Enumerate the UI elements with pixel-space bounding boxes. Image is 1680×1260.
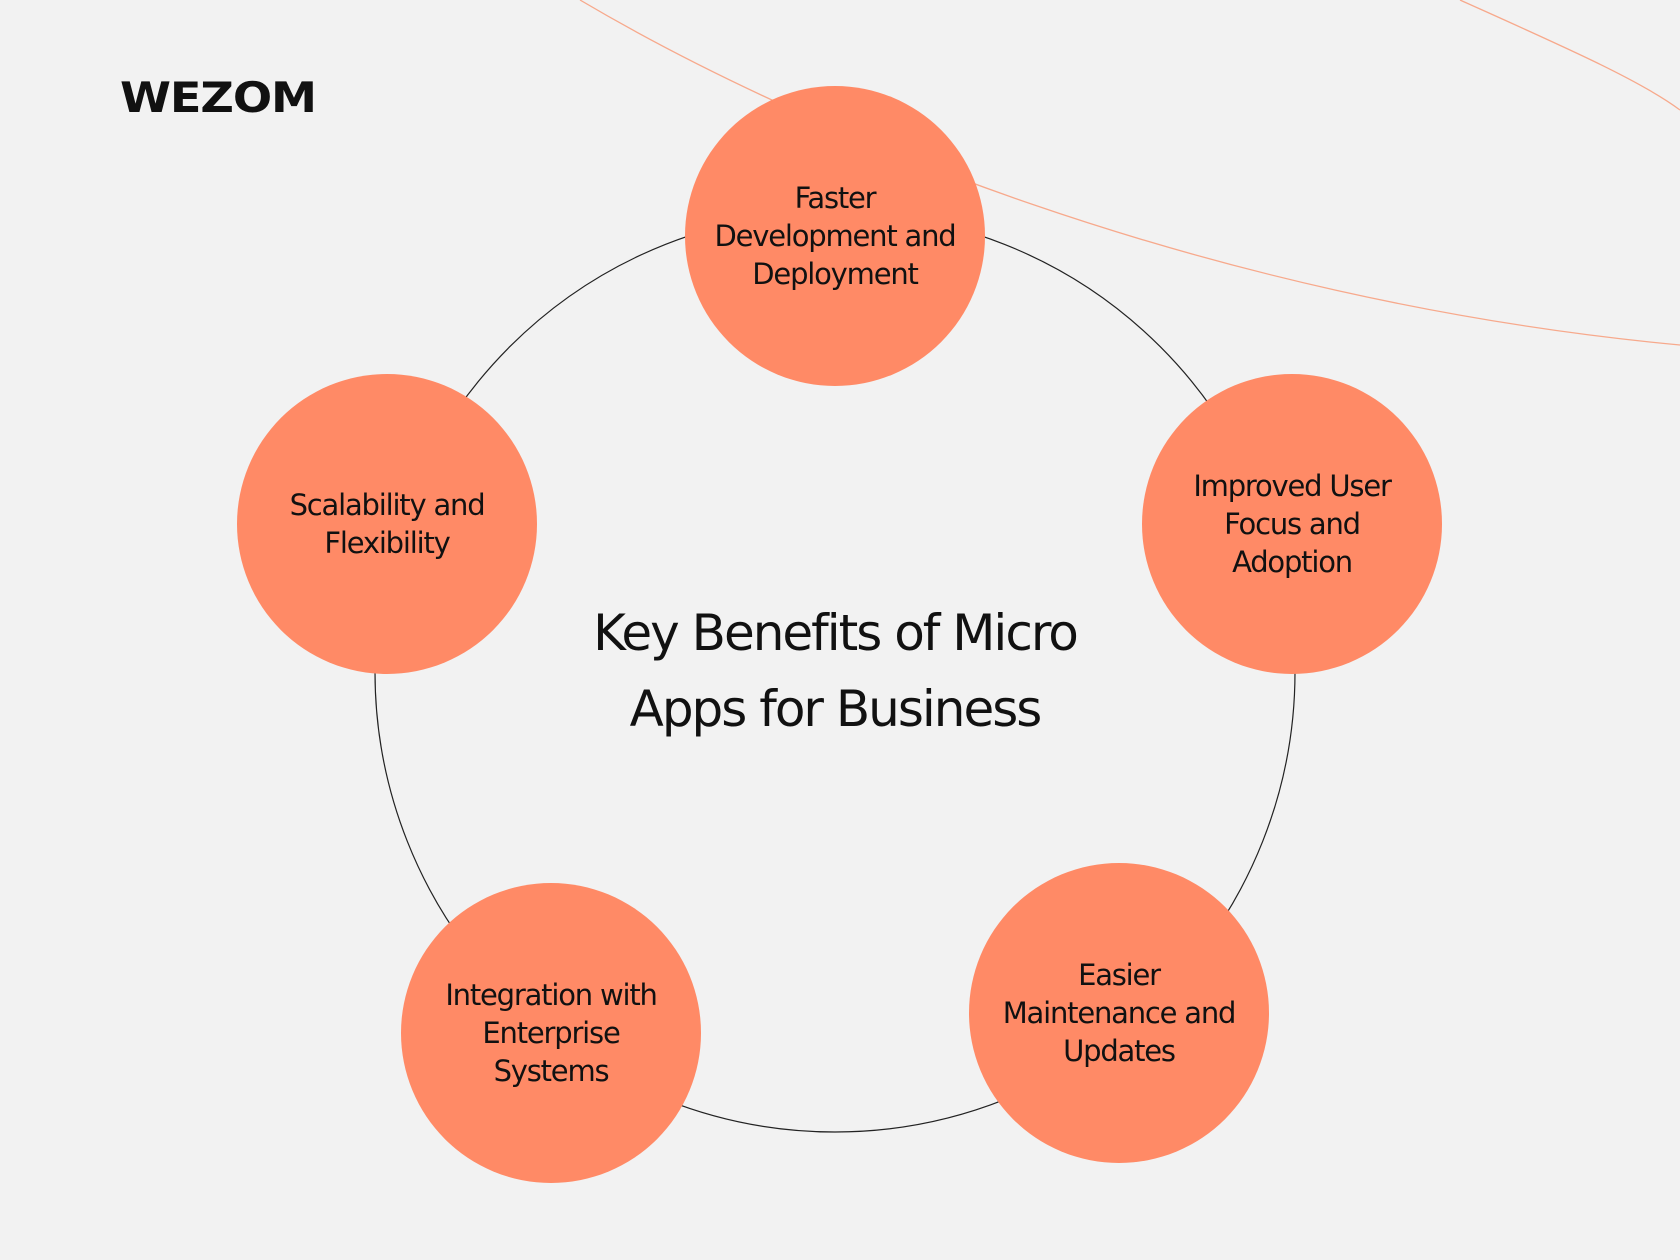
- accent-curve-right: [1459, 0, 1680, 111]
- diagram-title: Key Benefits of Micro Apps for Business: [593, 604, 1079, 738]
- benefit-label: Faster Development and Deployment: [714, 181, 956, 291]
- benefit-node-easier-maintenance: Easier Maintenance and Updates: [969, 863, 1269, 1163]
- benefit-label: Integration with Enterprise Systems: [445, 978, 658, 1088]
- benefit-node-scalability: Scalability and Flexibility: [237, 374, 537, 674]
- benefit-label: Easier Maintenance and Updates: [1002, 958, 1237, 1068]
- benefit-label: Scalability and Flexibility: [289, 488, 486, 560]
- benefit-label: Improved User Focus and Adoption: [1193, 469, 1392, 579]
- benefit-node-faster-development: Faster Development and Deployment: [685, 86, 985, 386]
- benefit-node-improved-user-focus: Improved User Focus and Adoption: [1142, 374, 1442, 674]
- wezom-logo: WEZOM: [120, 72, 320, 122]
- svg-text:WEZOM: WEZOM: [120, 73, 316, 122]
- accent-curve: [579, 0, 1680, 346]
- benefit-node-enterprise-integration: Integration with Enterprise Systems: [401, 883, 701, 1183]
